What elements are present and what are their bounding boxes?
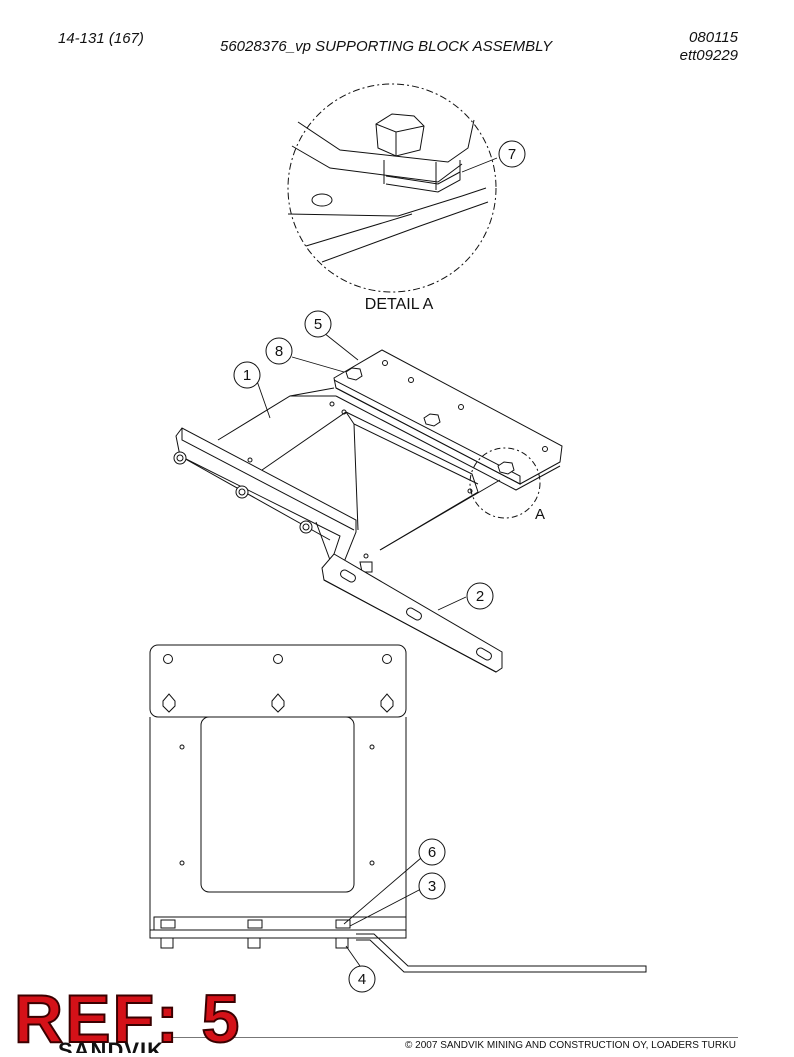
plan-rail <box>153 916 407 931</box>
drawing-title: 56028376_vp SUPPORTING BLOCK ASSEMBLY <box>220 38 553 55</box>
slot-hole <box>476 647 492 661</box>
detail-a-view <box>287 83 497 293</box>
slot-hole <box>340 569 356 583</box>
bolt-heads-top <box>345 367 515 475</box>
leader-lines <box>256 157 498 967</box>
detail-a-boundary <box>287 83 497 293</box>
footer-rule <box>170 1037 738 1038</box>
callout-2: 2 <box>476 588 484 605</box>
callout-3: 3 <box>428 878 436 895</box>
bolt-detail <box>375 113 425 157</box>
plan-view <box>149 644 647 973</box>
bracket-arm <box>321 553 503 673</box>
callout-6: 6 <box>428 844 436 861</box>
copyright-notice: © 2007 SANDVIK MINING AND CONSTRUCTION O… <box>405 1040 736 1051</box>
isometric-assembly <box>173 349 563 673</box>
drawing-code: ett09229 <box>679 47 738 64</box>
page-number: 14-131 (167) <box>58 30 144 47</box>
brand-logo: SANDVIK <box>58 1040 165 1053</box>
side-bar <box>173 427 357 574</box>
detail-a-marker: A <box>535 506 545 523</box>
detail-a-label: DETAIL A <box>365 296 434 313</box>
slot-hole <box>406 607 422 621</box>
ref-stamp: REF: 5 <box>13 981 242 1057</box>
date-code: 080115 <box>689 29 738 46</box>
callout-7: 7 <box>508 146 516 163</box>
lower-frame <box>217 387 501 573</box>
plan-bolts <box>160 919 351 949</box>
plan-upper-plate <box>149 644 407 718</box>
detail-a-marker-circle <box>469 447 541 519</box>
callout-1: 1 <box>243 367 251 384</box>
upper-plate <box>333 349 563 491</box>
callout-8: 8 <box>275 343 283 360</box>
hole-detail <box>311 193 333 207</box>
callout-4: 4 <box>358 971 366 988</box>
callout-circles <box>233 140 526 993</box>
plan-cutout <box>200 716 355 893</box>
callout-5: 5 <box>314 316 322 333</box>
